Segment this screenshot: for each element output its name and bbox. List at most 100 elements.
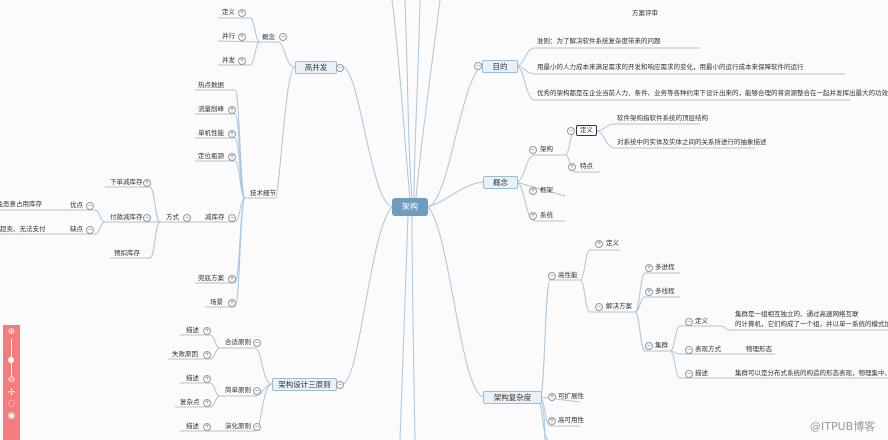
collapse-icon[interactable]: − (253, 339, 261, 347)
expand-icon[interactable]: + (645, 264, 653, 272)
node-purpose-item[interactable]: 用最小的人力成本来满足需求的开发和响应需求的变化，用最小的运行成本来保障软件的运… (537, 63, 804, 71)
collapse-icon[interactable]: − (685, 318, 693, 326)
collapse-icon[interactable]: − (336, 64, 344, 72)
collapse-icon[interactable]: − (645, 342, 653, 350)
expand-icon[interactable]: + (228, 153, 236, 161)
node-form-text[interactable]: 物理形态 (746, 345, 772, 353)
node-scalability[interactable]: 可扩展性 (558, 392, 584, 400)
expand-icon[interactable]: + (228, 299, 236, 307)
expand-icon[interactable]: + (529, 187, 537, 195)
node-cluster-desc[interactable]: 描述 (695, 369, 708, 377)
node-purpose-item[interactable]: 准则：为了解决软件系统复杂度带来的问题 (537, 37, 661, 45)
collapse-icon[interactable]: − (86, 226, 94, 234)
node-framework[interactable]: 框架 (540, 186, 553, 194)
collapse-icon[interactable]: − (474, 62, 482, 70)
node-availability[interactable]: 高可用性 (558, 416, 584, 424)
node-arch-definition-selected[interactable]: 定义 (576, 125, 597, 136)
node-desc[interactable]: 描述 (186, 374, 199, 382)
expand-icon[interactable]: + (645, 288, 653, 296)
node-evolution[interactable]: 演化原则 (225, 422, 251, 430)
node-cluster[interactable]: 集群 (655, 341, 668, 349)
node-peak-shaving[interactable]: 流量削峰 (198, 105, 224, 113)
expand-icon[interactable]: + (238, 57, 246, 65)
node-cluster-definition[interactable]: 定义 (695, 317, 708, 325)
node-solution[interactable]: 解决方案 (606, 302, 632, 310)
node-suitable[interactable]: 合适原则 (225, 338, 251, 346)
node-prededuct[interactable]: 预扣库存 (114, 249, 140, 257)
expand-icon[interactable]: + (228, 130, 236, 138)
collapse-icon[interactable]: − (529, 146, 537, 154)
expand-icon[interactable]: + (548, 417, 556, 425)
expand-icon[interactable]: + (238, 33, 246, 41)
node-scene[interactable]: 场景 (210, 298, 223, 306)
expand-icon[interactable]: + (203, 423, 211, 431)
node-form[interactable]: 表现方式 (695, 345, 721, 353)
node-concurrent[interactable]: 并发 (222, 56, 235, 64)
node-cluster-desc-text[interactable]: 集群可以是分布式系统的构造的形态表现，物理集中、统一管理 (735, 369, 888, 377)
collapse-icon[interactable]: − (143, 214, 151, 222)
node-principles[interactable]: 架构设计三原则 (272, 378, 337, 391)
node-plan-review[interactable]: 方案评审 (632, 9, 658, 17)
node-multi-thread[interactable]: 多线程 (655, 287, 675, 295)
expand-icon[interactable]: + (228, 275, 236, 283)
node-purpose[interactable]: 目的 (482, 60, 518, 73)
node-cons-text[interactable]: 超卖、无法支付 (0, 225, 46, 233)
collapse-icon[interactable]: − (86, 202, 94, 210)
node-arch[interactable]: 架构 (540, 145, 553, 153)
expand-icon[interactable]: + (548, 393, 556, 401)
node-pay-reduce[interactable]: 付款减库存 (110, 213, 143, 221)
node-hc-concept[interactable]: 概念 (262, 33, 275, 41)
move-icon[interactable]: ✢ (7, 388, 16, 398)
expand-icon[interactable]: + (203, 399, 211, 407)
zoom-in-icon[interactable]: ⊕ (7, 327, 16, 337)
expand-icon[interactable]: + (203, 375, 211, 383)
expand-icon[interactable]: + (595, 240, 603, 248)
node-hot-data[interactable]: 热点数据 (198, 81, 224, 89)
node-feature[interactable]: 特点 (580, 162, 593, 170)
node-cons[interactable]: 缺点 (70, 225, 83, 233)
zoom-slider-handle[interactable] (8, 357, 14, 363)
eye-icon[interactable]: ◉ (7, 411, 16, 421)
collapse-icon[interactable]: − (685, 370, 693, 378)
collapse-icon[interactable]: − (183, 214, 191, 222)
collapse-icon[interactable]: − (336, 381, 344, 389)
collapse-icon[interactable]: − (279, 33, 287, 41)
expand-icon[interactable]: + (143, 179, 151, 187)
node-complexity[interactable]: 架构复杂度 (483, 391, 542, 404)
node-high-perf[interactable]: 高性能 (558, 271, 578, 279)
node-definition-item[interactable]: 对系统中的实体及实体之间的关系所进行的抽象描述 (617, 138, 767, 146)
node-definition-item[interactable]: 软件架构指软件系统的顶层结构 (617, 114, 708, 122)
node-hc-definition[interactable]: 定义 (222, 8, 235, 16)
expand-icon[interactable]: + (228, 106, 236, 114)
collapse-icon[interactable]: − (228, 214, 236, 222)
expand-icon[interactable]: + (203, 327, 211, 335)
node-desc[interactable]: 描述 (186, 422, 199, 430)
node-method[interactable]: 方式 (166, 213, 179, 221)
collapse-icon[interactable]: − (567, 127, 575, 135)
node-complex-point[interactable]: 复杂点 (180, 398, 200, 406)
node-tech-details[interactable]: 技术细节 (250, 189, 276, 197)
node-single-perf[interactable]: 单机性能 (198, 129, 224, 137)
expand-icon[interactable]: + (529, 212, 537, 220)
fit-icon[interactable]: ◌ (7, 399, 16, 409)
expand-icon[interactable]: + (238, 9, 246, 17)
node-concept[interactable]: 概念 (483, 176, 518, 189)
node-order-reduce[interactable]: 下单减库存 (110, 178, 143, 186)
expand-icon[interactable]: + (568, 163, 576, 171)
node-cluster-def-text[interactable]: 集群是一组相互独立的、通过高速网络互联 (735, 310, 859, 318)
node-high-concurrency[interactable]: 高并发 (295, 61, 337, 74)
node-desc[interactable]: 描述 (186, 326, 199, 334)
node-fallback-plan[interactable]: 兜底方案 (198, 274, 224, 282)
node-simple[interactable]: 简单原则 (225, 386, 251, 394)
node-pros-text[interactable]: 避免恶意占用库存 (0, 200, 42, 208)
node-system[interactable]: 系统 (540, 211, 553, 219)
node-fail-reason[interactable]: 失败原因 (172, 350, 198, 358)
collapse-icon[interactable]: − (253, 387, 261, 395)
zoom-out-icon[interactable]: ⊖ (7, 375, 16, 385)
node-multi-process[interactable]: 多进程 (655, 263, 675, 271)
collapse-icon[interactable]: − (253, 423, 261, 431)
node-purpose-item[interactable]: 优秀的架构都是在企业当前人力、条件、业务等各种约束下设计出来的，能够合理的将资源… (537, 89, 888, 97)
root-node-architecture[interactable]: 架构 (392, 198, 428, 216)
expand-icon[interactable]: + (203, 351, 211, 359)
node-reduce-stock[interactable]: 减库存 (205, 213, 225, 221)
